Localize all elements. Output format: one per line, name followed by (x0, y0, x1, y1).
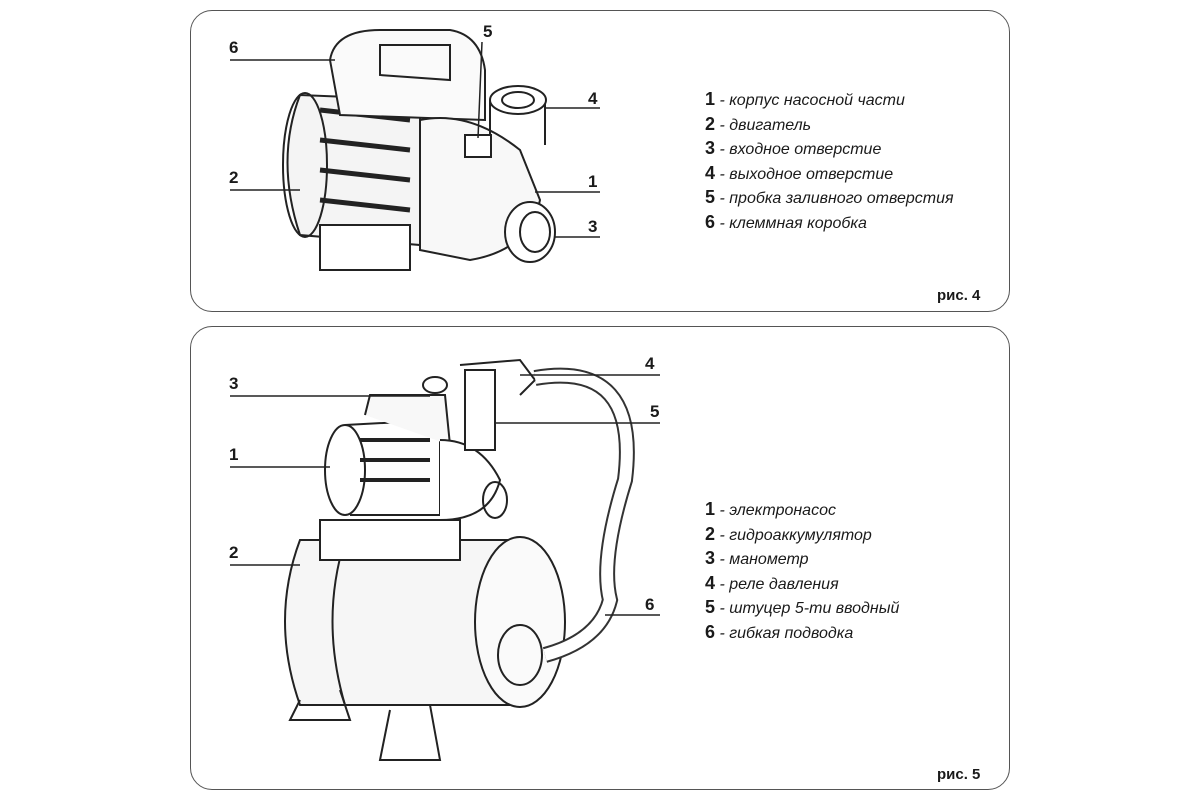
legend-item: 1 - корпус насосной части (705, 88, 954, 113)
fig5-callout-5: 5 (650, 402, 660, 421)
fig4-legend: 1 - корпус насосной части 2 - двигатель … (705, 88, 954, 235)
legend-num: 2 (705, 523, 716, 544)
fig4-callout-5: 5 (483, 22, 493, 41)
legend-item: 3 - манометр (705, 547, 899, 572)
pump-station-illustration (284, 358, 635, 761)
legend-item: 1 - электронасос (705, 498, 899, 523)
legend-num: 4 (705, 162, 716, 183)
fig5-callout-6: 6 (645, 595, 655, 614)
figure-4-caption: рис. 4 (937, 287, 981, 304)
legend-num: 3 (705, 138, 716, 158)
legend-text: - штуцер 5-ти вводный (719, 600, 900, 617)
legend-num: 4 (705, 572, 716, 593)
fig4-callout-lines (230, 41, 600, 238)
fig5-callout-1: 1 (229, 445, 239, 464)
legend-text: - гибкая подводка (719, 624, 854, 642)
legend-num: 3 (705, 548, 716, 568)
legend-item: 5 - пробка заливного отверстия (705, 186, 954, 211)
legend-item: 4 - реле давления (705, 572, 899, 597)
legend-num: 6 (705, 211, 716, 232)
legend-text: - реле давления (719, 575, 839, 593)
legend-num: 5 (705, 187, 716, 207)
fig4-callout-3: 3 (588, 217, 598, 236)
legend-item: 3 - входное отверстие (705, 137, 954, 162)
fig5-callout-lines (230, 374, 660, 616)
legend-num: 6 (705, 621, 716, 642)
fig4-callout-1: 1 (588, 172, 598, 191)
pump-illustration (282, 29, 556, 271)
legend-item: 5 - штуцер 5-ти вводный (705, 596, 899, 621)
legend-text: - входное отверстие (719, 141, 882, 158)
legend-text: - пробка заливного отверстия (719, 190, 954, 207)
fig5-callout-3: 3 (229, 374, 239, 393)
fig4-callout-4: 4 (588, 89, 598, 108)
legend-num: 5 (705, 597, 716, 617)
legend-item: 2 - гидроаккумулятор (705, 523, 899, 548)
legend-item: 4 - выходное отверстие (705, 162, 954, 187)
legend-text: - клеммная коробка (719, 214, 867, 232)
legend-text: - электронасос (719, 502, 836, 519)
fig5-callout-2: 2 (229, 543, 239, 562)
legend-text: - двигатель (719, 116, 812, 134)
legend-text: - выходное отверстие (719, 165, 894, 183)
legend-num: 1 (705, 499, 716, 519)
fig4-callout-6: 6 (229, 38, 239, 57)
fig4-callout-2: 2 (229, 168, 239, 187)
legend-item: 6 - гибкая подводка (705, 621, 899, 646)
figure-5-caption: рис. 5 (937, 766, 981, 783)
legend-item: 2 - двигатель (705, 113, 954, 138)
fig5-callout-4: 4 (645, 354, 655, 373)
legend-text: - гидроаккумулятор (719, 526, 872, 544)
legend-text: - манометр (719, 551, 809, 568)
legend-item: 6 - клеммная коробка (705, 211, 954, 236)
legend-text: - корпус насосной части (719, 92, 905, 109)
fig5-legend: 1 - электронасос 2 - гидроаккумулятор 3 … (705, 498, 899, 645)
legend-num: 1 (705, 89, 716, 109)
legend-num: 2 (705, 113, 716, 134)
